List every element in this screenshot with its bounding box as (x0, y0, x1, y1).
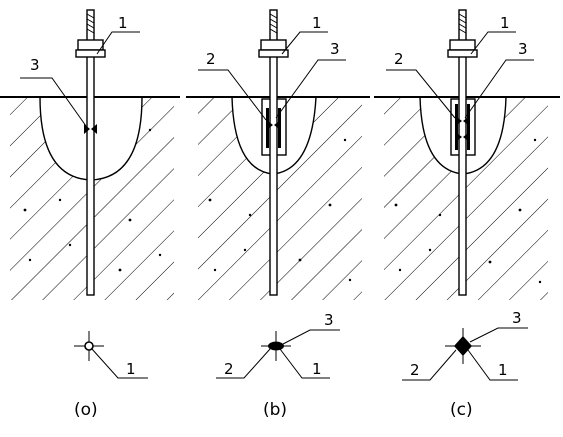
panel-b-label-3: 3 (330, 40, 340, 58)
panel-c-detail-label-1: 1 (498, 361, 508, 379)
panel-c: 1 2 3 2 1 3 (c) (374, 9, 560, 420)
panel-a-caption: (o) (74, 400, 98, 420)
panel-b-leader-2 (198, 69, 267, 121)
panel-b-detail-leader-2 (216, 348, 271, 379)
panel-b-rod-thread (269, 13, 278, 34)
panel-a-detail-leader-1 (91, 348, 148, 379)
panel-c-detail-leader-3 (469, 327, 528, 343)
panel-a-washer (75, 49, 106, 58)
panel-c-rod-thread (458, 13, 467, 34)
panel-b-anchor-rod (269, 9, 278, 296)
panel-c-section: 1 2 3 (374, 9, 560, 300)
panel-c-label-1: 1 (500, 14, 510, 32)
panel-a-rod-thread (86, 13, 95, 34)
panel-b-washer (258, 49, 289, 58)
panel-b-leader-3 (275, 59, 346, 119)
panel-a: 1 3 1 (o) (0, 9, 180, 420)
panel-b-aggregate-dots (208, 138, 352, 282)
panel-b-detail-label-3: 3 (324, 311, 334, 329)
panel-a-weld-mark (84, 124, 97, 134)
panel-c-nut (449, 39, 476, 51)
panel-c-detail-weld (454, 336, 472, 356)
panel-a-leader-1 (96, 31, 140, 55)
panel-b-detail-label-2: 2 (224, 360, 234, 378)
panel-b-section: 1 2 3 (186, 9, 370, 300)
panel-c-leader-1 (470, 31, 516, 55)
panel-b-caption: (b) (263, 400, 287, 420)
panel-b-label-1: 1 (312, 14, 322, 32)
panel-c-label-3: 3 (518, 40, 528, 58)
panel-c-label-2: 2 (394, 50, 404, 68)
panel-c-leader-3 (464, 59, 534, 119)
panel-a-detail-rod (84, 341, 94, 351)
panel-c-detail-leader-2 (402, 349, 457, 381)
panel-b-leader-1 (281, 31, 328, 55)
panel-c-leader-2 (386, 69, 456, 119)
panel-c-washer (447, 49, 478, 58)
panel-b-label-2: 2 (206, 50, 216, 68)
panel-a-label-1: 1 (118, 14, 128, 32)
panel-b-detail-weld (268, 341, 284, 351)
panel-b-detail: 2 1 3 (216, 311, 340, 379)
panel-c-caption: (c) (450, 400, 473, 420)
panel-b-nut (260, 39, 287, 51)
panel-b-detail-label-1: 1 (312, 360, 322, 378)
panel-c-anchor-rod (458, 9, 467, 296)
panel-c-weld-marks (455, 104, 470, 150)
panel-c-aggregate-dots (394, 138, 542, 284)
panel-c-detail: 2 1 3 (402, 309, 528, 381)
panel-a-nut (77, 39, 104, 51)
panel-a-section: 1 3 (0, 9, 180, 300)
panel-c-detail-label-3: 3 (512, 309, 522, 327)
panel-a-detail: 1 (74, 331, 148, 379)
panel-a-anchor-rod (86, 9, 95, 296)
panel-b-detail-leader-3 (282, 329, 340, 345)
panel-c-detail-label-2: 2 (410, 361, 420, 379)
panel-b-detail-leader-1 (279, 348, 330, 379)
panel-c-detail-leader-1 (467, 349, 518, 381)
panel-a-leader-3 (20, 77, 87, 127)
panel-b: 1 2 3 2 1 3 (b) (186, 9, 370, 420)
panel-b-weld-marks (266, 108, 281, 148)
panel-a-detail-label-1: 1 (126, 360, 136, 378)
panel-a-label-3: 3 (30, 56, 40, 74)
panel-a-aggregate-dots (23, 128, 162, 272)
